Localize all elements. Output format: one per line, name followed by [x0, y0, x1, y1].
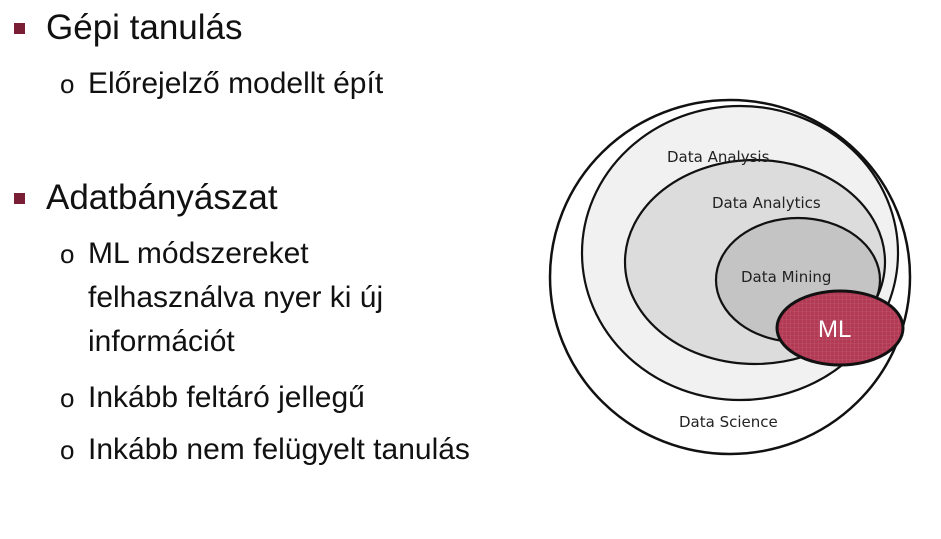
ring-ml-texture [779, 293, 901, 363]
sub-bullet-text: Inkább nem felügyelt tanulás [88, 433, 470, 466]
square-bullet-icon [14, 23, 25, 34]
label-data-mining: Data Mining [741, 268, 831, 286]
nested-circles-diagram: Data Analysis Data Analytics Data Mining… [548, 98, 912, 456]
sub-bullet-line: felhasználva nyer ki új [88, 281, 384, 314]
circle-bullet-icon: o [60, 435, 75, 465]
circle-bullet-icon: o [60, 383, 75, 413]
bullet-list: Gépi tanulás o Előrejelző modellt épít A… [14, 8, 470, 466]
label-data-analysis: Data Analysis [667, 148, 770, 166]
sub-bullet-text: ML módszereket felhasználva nyer ki új i… [88, 232, 383, 364]
bullet-text: Gépi tanulás [46, 8, 243, 47]
sub-bullet-line: információt [88, 325, 235, 358]
square-bullet-icon [14, 193, 25, 204]
label-data-analytics: Data Analytics [712, 194, 821, 212]
sub-bullet-line: ML módszereket [88, 237, 309, 270]
label-ml: ML [818, 316, 851, 343]
sub-bullet-text: Inkább feltáró jellegű [88, 381, 365, 414]
label-data-science: Data Science [679, 413, 778, 431]
bullet-text: Adatbányászat [46, 178, 278, 217]
circle-bullet-icon: o [60, 69, 75, 99]
sub-bullet-text: Előrejelző modellt épít [88, 67, 384, 100]
circle-bullet-icon: o [60, 239, 75, 269]
